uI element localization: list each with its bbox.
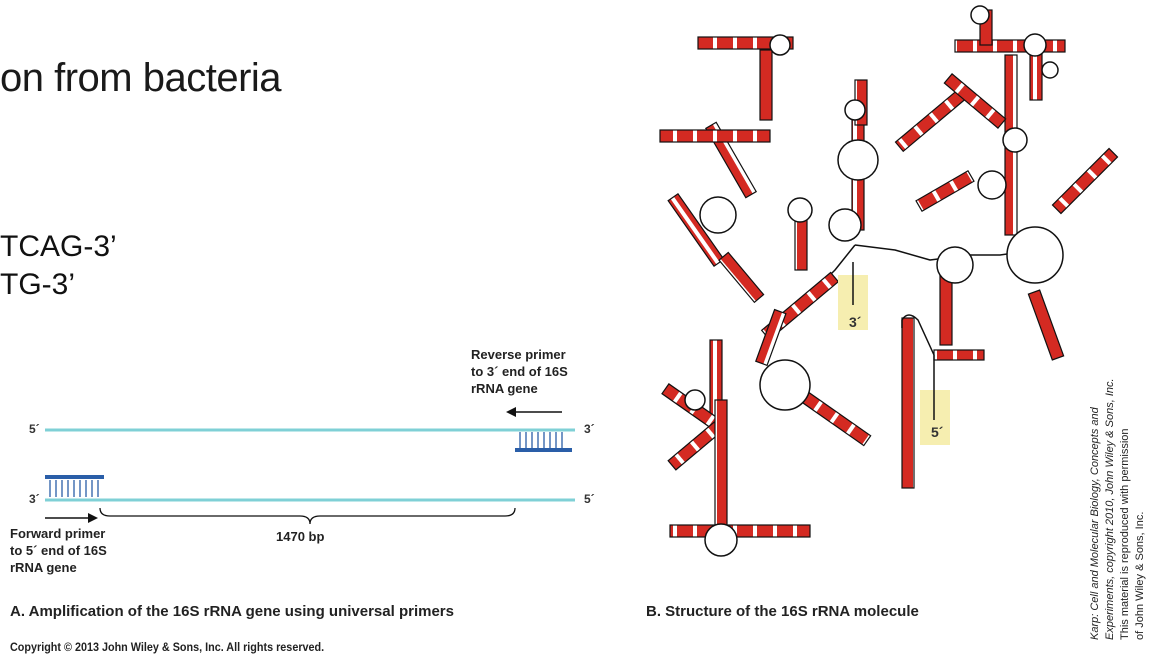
copyright-notice: Copyright © 2013 John Wiley & Sons, Inc.… <box>10 640 325 654</box>
bottom-strand-3-end: 3´ <box>29 492 40 506</box>
panel-a-caption: A. Amplification of the 16S rRNA gene us… <box>10 603 454 620</box>
length-label: 1470 bp <box>276 529 325 544</box>
primer-sequence-1: TCAG-3’ <box>0 230 117 263</box>
publisher-credit: Karp: Cell and Molecular Biology, Concep… <box>1089 378 1146 640</box>
forward-primer-label: Forward primer to 5´ end of 16S rRNA gen… <box>10 526 107 575</box>
panel-b-caption: B. Structure of the 16S rRNA molecule <box>646 603 919 620</box>
length-bracket <box>99 507 516 525</box>
three-prime-label: 3´ <box>849 314 862 330</box>
five-prime-highlight <box>920 390 950 445</box>
reverse-primer-label: Reverse primer to 3´ end of 16S rRNA gen… <box>471 347 568 396</box>
pcr-amplification-diagram <box>45 407 575 525</box>
rrna-secondary-structure <box>659 5 1119 557</box>
five-prime-label: 5´ <box>931 424 944 440</box>
slide-title: on from bacteria <box>0 56 282 100</box>
primer-sequence-2: TG-3’ <box>0 268 75 301</box>
forward-primer <box>45 475 104 497</box>
reverse-primer <box>515 432 572 452</box>
top-strand-5-end: 5´ <box>29 422 40 436</box>
top-strand-3-end: 3´ <box>584 422 595 436</box>
bottom-strand-5-end: 5´ <box>584 492 595 506</box>
